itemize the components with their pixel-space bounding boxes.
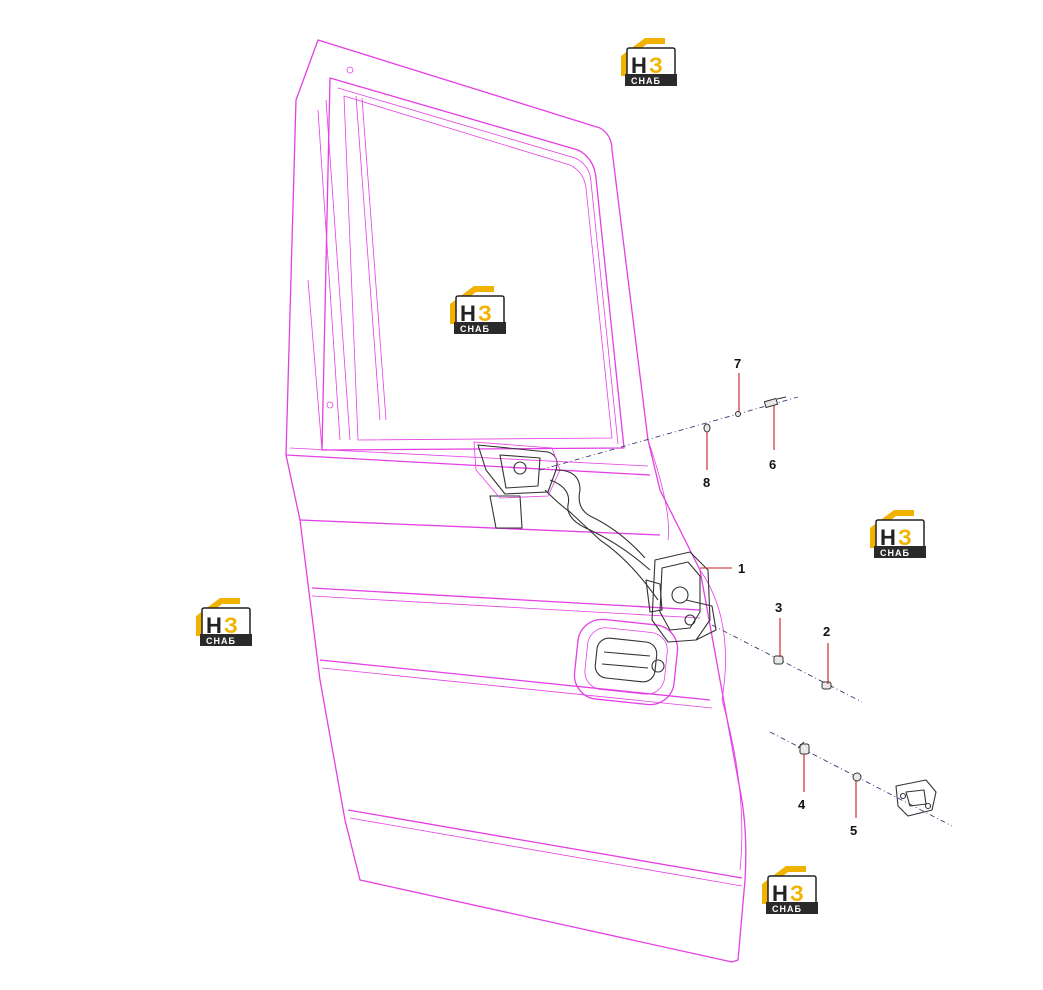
svg-text:Н: Н xyxy=(206,613,222,638)
svg-text:З: З xyxy=(478,301,492,326)
lock-rod-cables xyxy=(544,469,659,601)
watermark-logo: Н З СНАБ xyxy=(449,285,507,335)
inner-handle-assembly xyxy=(473,441,561,529)
hardware-item-7-pin xyxy=(735,411,741,417)
svg-text:СНАБ: СНАБ xyxy=(206,636,236,646)
callout-1: 1 xyxy=(700,561,745,576)
callout-label-6: 6 xyxy=(769,457,776,472)
svg-text:СНАБ: СНАБ xyxy=(880,548,910,558)
callout-label-2: 2 xyxy=(823,624,830,639)
callout-label-5: 5 xyxy=(850,823,857,838)
svg-text:СНАБ: СНАБ xyxy=(631,76,661,86)
outer-handle-part xyxy=(594,637,665,683)
callout-label-4: 4 xyxy=(798,797,806,812)
callout-3: 3 xyxy=(775,600,782,657)
door-panel xyxy=(285,39,747,963)
svg-text:Н: Н xyxy=(772,881,788,906)
watermark-logo: Н З СНАБ xyxy=(620,37,678,87)
svg-text:Н: Н xyxy=(880,525,896,550)
callout-5: 5 xyxy=(850,781,857,838)
watermark-logo: Н З СНАБ xyxy=(195,597,253,647)
callout-label-8: 8 xyxy=(703,475,710,490)
callout-label-7: 7 xyxy=(734,356,741,371)
exploded-axis-lines xyxy=(539,396,953,827)
svg-text:З: З xyxy=(224,613,238,638)
hardware-item-6-screw xyxy=(763,396,787,409)
callout-label-1: 1 xyxy=(738,561,745,576)
callout-4: 4 xyxy=(798,754,806,812)
svg-text:СНАБ: СНАБ xyxy=(772,904,802,914)
hardware-item-5-washer xyxy=(852,772,862,782)
callout-6: 6 xyxy=(769,406,776,472)
callout-8: 8 xyxy=(703,432,710,490)
svg-text:Н: Н xyxy=(631,53,647,78)
hardware-item-3-nut xyxy=(773,655,784,665)
svg-text:З: З xyxy=(790,881,804,906)
hardware-item-4-bracket xyxy=(797,741,810,755)
svg-text:СНАБ: СНАБ xyxy=(460,324,490,334)
svg-text:З: З xyxy=(898,525,912,550)
svg-text:З: З xyxy=(649,53,663,78)
door-striker-plate xyxy=(895,779,937,817)
callout-7: 7 xyxy=(734,356,741,412)
hardware-item-2-bolt xyxy=(821,681,832,690)
callout-2: 2 xyxy=(823,624,830,684)
svg-text:Н: Н xyxy=(460,301,476,326)
watermark-logo: Н З СНАБ xyxy=(869,509,927,559)
callout-label-3: 3 xyxy=(775,600,782,615)
hardware-item-8-clip xyxy=(703,423,711,433)
door-lock-actuator xyxy=(645,551,717,643)
watermark-logo: Н З СНАБ xyxy=(761,865,819,915)
